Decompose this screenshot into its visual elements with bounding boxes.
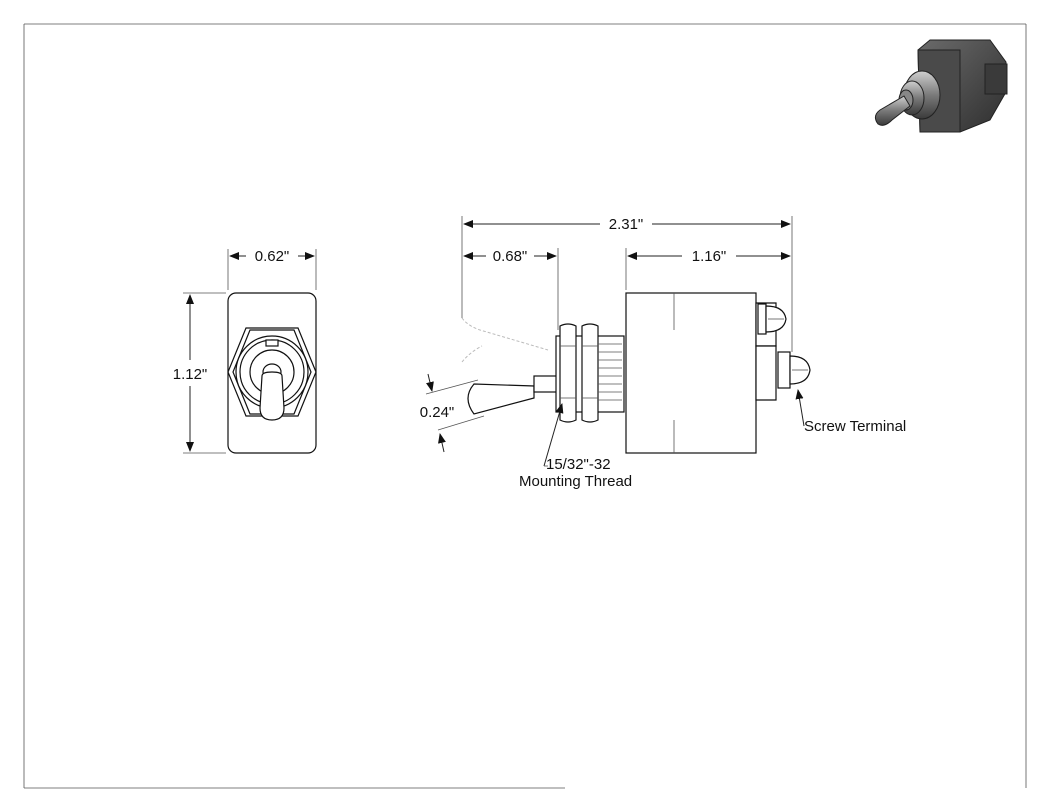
- sheet-border: [23, 23, 1027, 789]
- side-view: [461, 292, 811, 454]
- toggle-switch-3d-icon: [874, 39, 1008, 133]
- dimension-front-width-label: 0.62": [255, 248, 290, 265]
- dimension-lever-diameter: 0.24": [420, 373, 485, 453]
- screw-terminal-label: Screw Terminal: [804, 418, 906, 435]
- dimension-overall-length-label: 2.31": [609, 216, 644, 233]
- thread-size-label: 15/32"-32: [546, 456, 611, 473]
- dimension-body-length: 1.16": [625, 248, 791, 290]
- dimension-front-height-label: 1.12": [173, 366, 208, 383]
- thread-lines: [560, 343, 622, 401]
- terminal-callout: Screw Terminal: [795, 389, 906, 435]
- dimension-overall-length: 2.31": [461, 216, 793, 352]
- dimension-lever-length: 0.68": [463, 248, 559, 330]
- thread-name-label: Mounting Thread: [519, 473, 632, 490]
- thread-callout: 15/32"-32 Mounting Thread: [519, 403, 632, 490]
- front-view: [227, 292, 317, 454]
- dimension-body-length-label: 1.16": [692, 248, 727, 265]
- dimension-lever-diameter-label: 0.24": [420, 404, 455, 421]
- dimension-lever-length-label: 0.68": [493, 248, 528, 265]
- dimension-front-width: 0.62": [227, 248, 317, 290]
- dimension-front-height: 1.12": [173, 292, 226, 454]
